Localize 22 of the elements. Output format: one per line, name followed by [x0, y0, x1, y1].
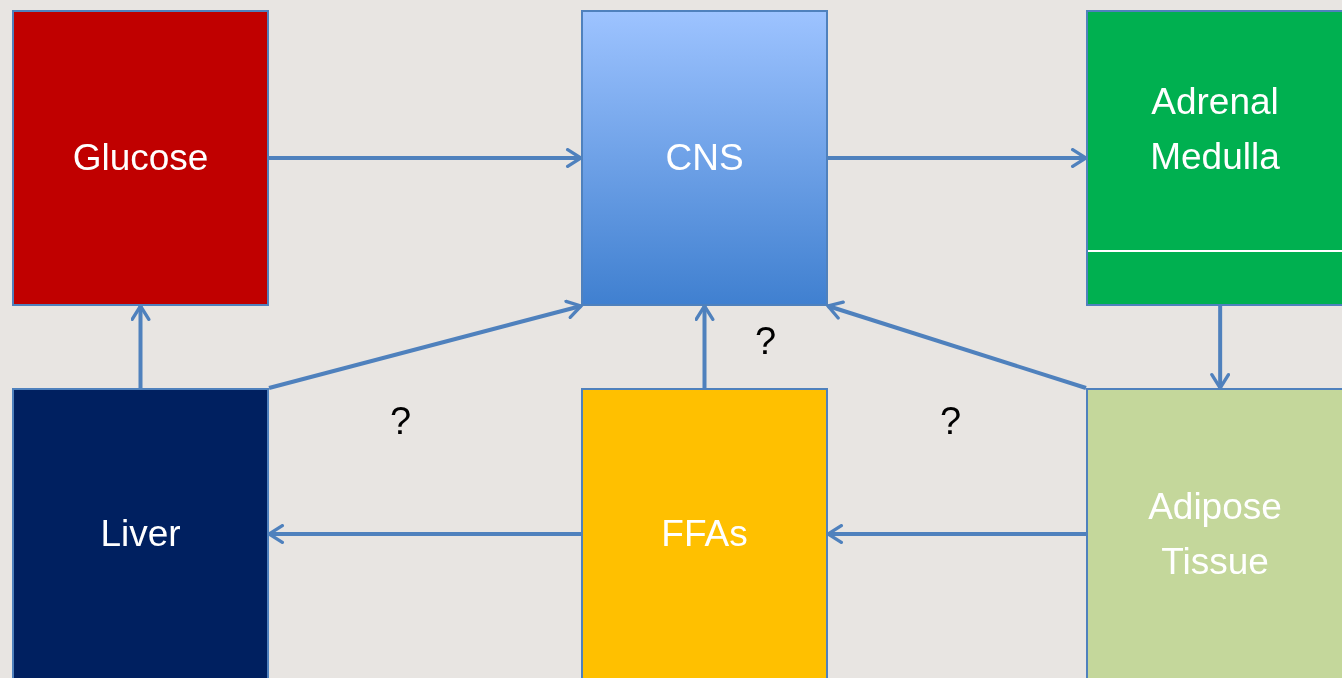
- process-box: [1086, 10, 1342, 306]
- arrow: [1210, 306, 1231, 390]
- node-label: Liver: [99, 512, 182, 557]
- process-box: [581, 388, 828, 678]
- arrow: [130, 304, 151, 388]
- process-box: [581, 10, 828, 306]
- node-label: Glucose: [71, 136, 210, 181]
- node-label: CNS: [664, 136, 745, 181]
- node-label: Adrenal Medulla: [1149, 79, 1281, 179]
- arrow: [694, 304, 715, 388]
- arrow: [826, 300, 1087, 390]
- process-box: [12, 388, 269, 678]
- arrow: [268, 299, 583, 390]
- question-mark: ?: [390, 400, 412, 443]
- question-mark: ?: [940, 400, 962, 443]
- glucose-box: [12, 10, 269, 306]
- process-box: [1086, 388, 1342, 678]
- node-label: Adipose Tissue: [1147, 484, 1283, 584]
- arrow: [828, 148, 1088, 168]
- arrow: [269, 148, 583, 168]
- question-mark: ?: [755, 320, 777, 363]
- node-label: FFAs: [660, 512, 749, 557]
